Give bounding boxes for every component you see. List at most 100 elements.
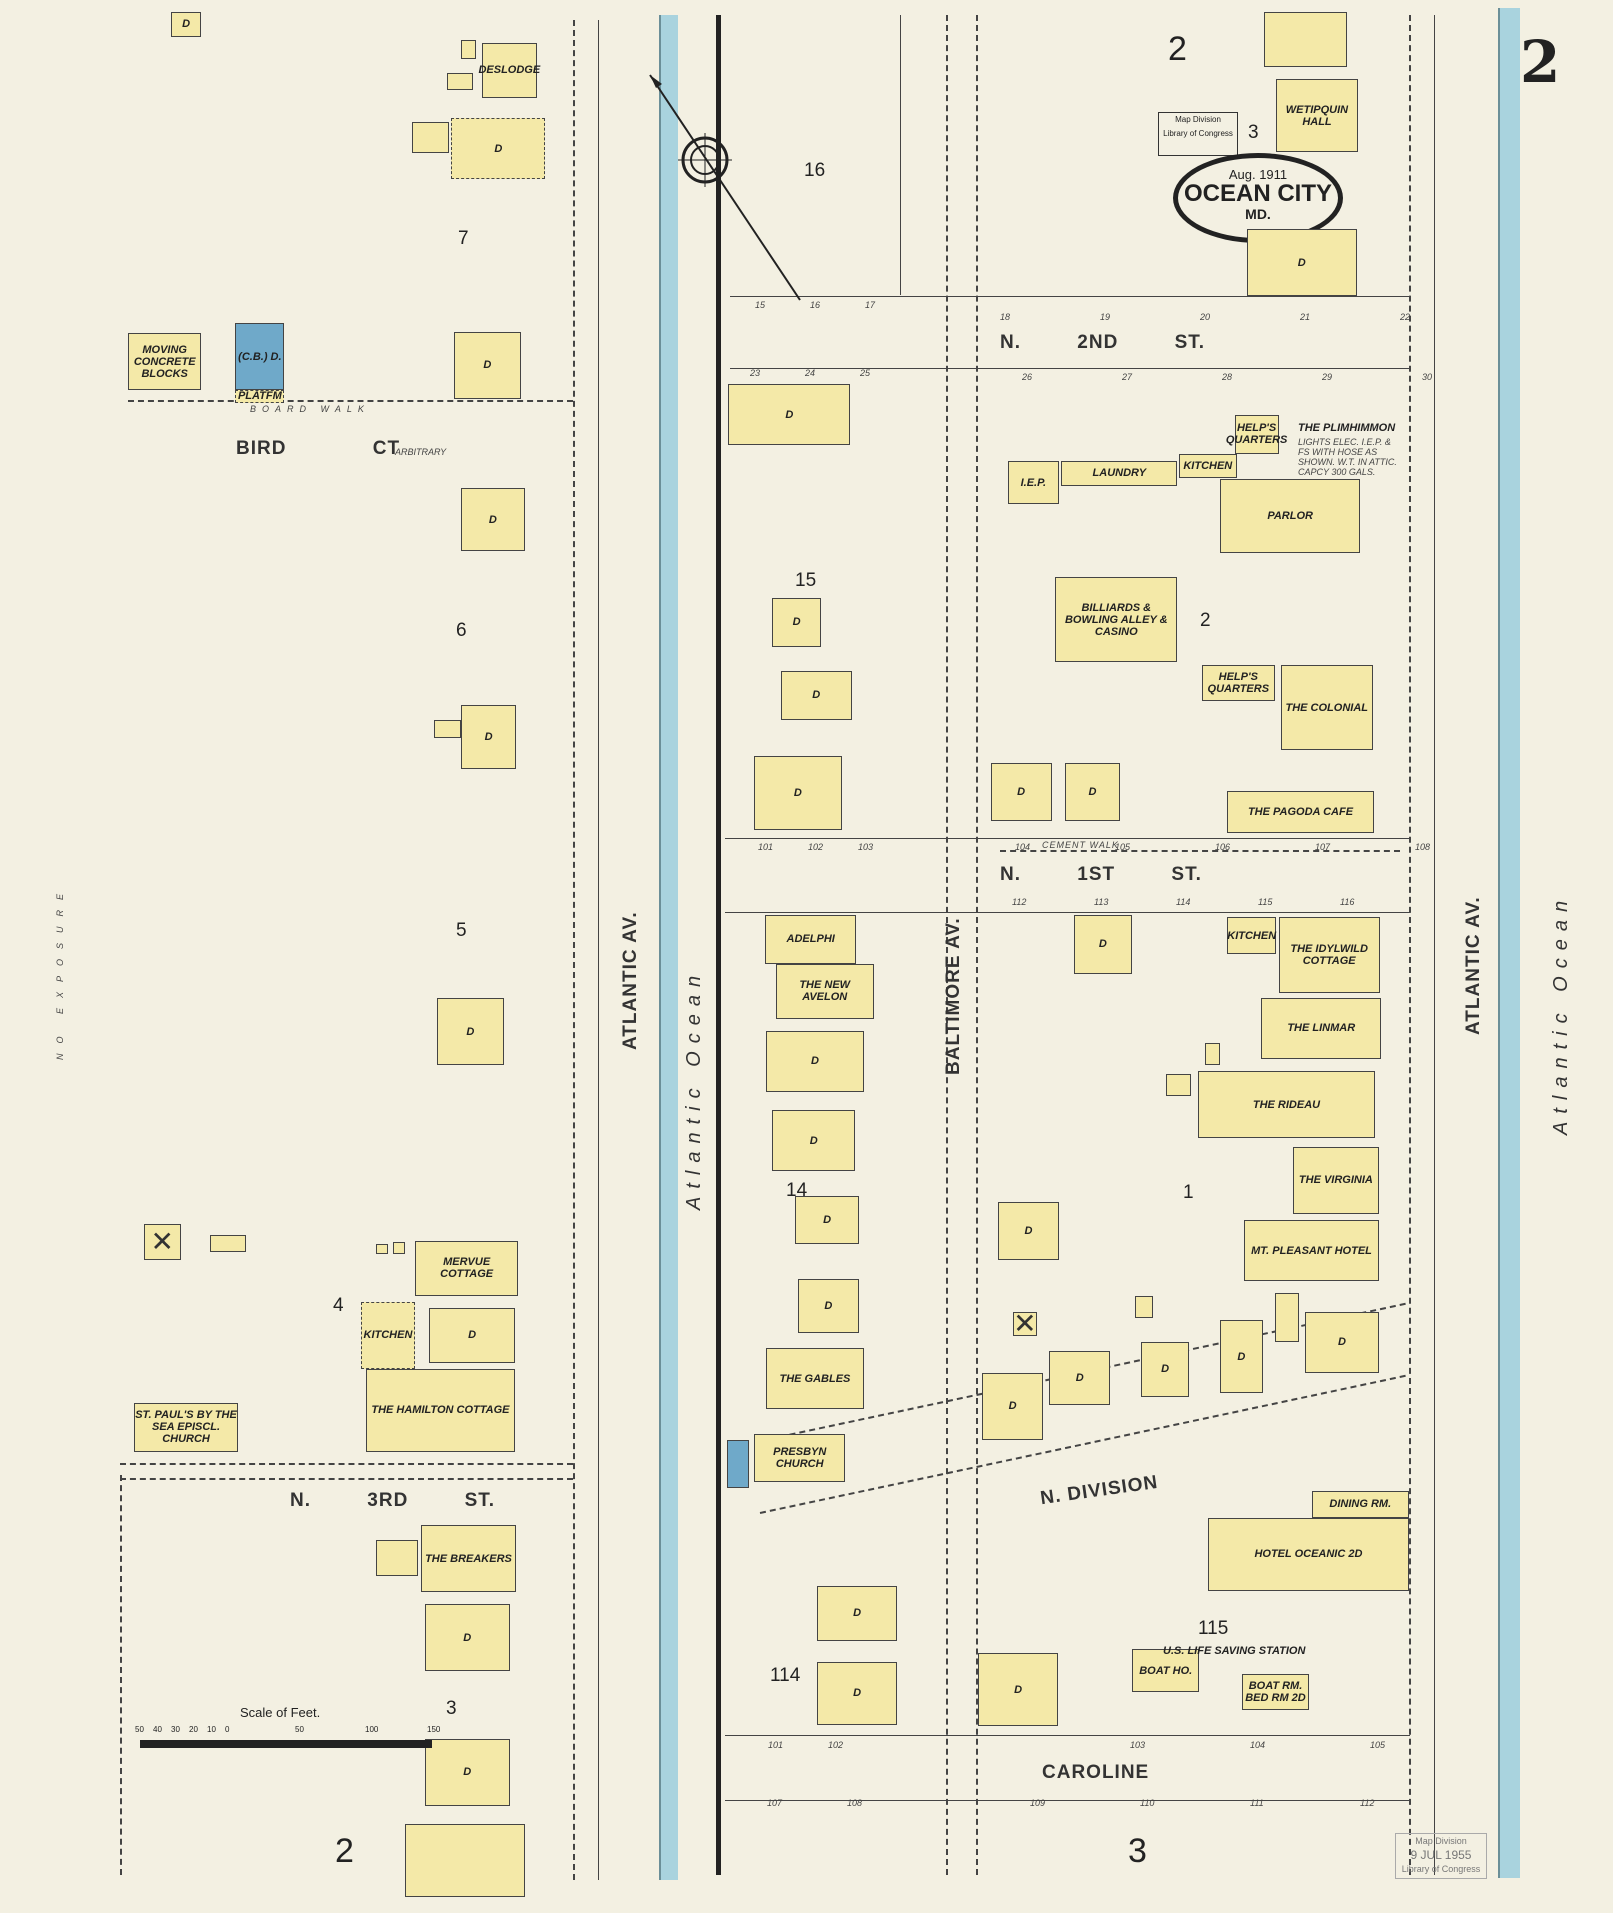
- lot-number: 110: [1140, 1798, 1155, 1808]
- block-number-1: 1: [1183, 1182, 1194, 1203]
- building-label: D: [1024, 1224, 1033, 1237]
- scale-tick-label: 100: [365, 1725, 379, 1734]
- atlantic-av-west-line: [573, 20, 575, 1880]
- building-moving-blocks: MOVING CONCRETE BLOCKS: [128, 333, 202, 391]
- building-dwelling: [1274, 1293, 1300, 1342]
- building-label: DINING RM.: [1329, 1498, 1392, 1511]
- lot-number: 114: [1176, 897, 1191, 907]
- lot-number: 24: [805, 368, 816, 378]
- building-st-pauls: ST. PAUL'S BY THE SEA EPISCL. CHURCH: [134, 1403, 238, 1452]
- building-mt-pleasant: MT. PLEASANT HOTEL: [1244, 1220, 1379, 1281]
- state-name: Md.: [1245, 206, 1271, 222]
- building-dwelling: D: [817, 1586, 897, 1641]
- building-label: D: [1088, 785, 1097, 798]
- building-dwelling: D: [1246, 229, 1357, 297]
- caroline-north-line: [725, 1735, 1410, 1736]
- building-label: D: [853, 1607, 862, 1620]
- building-label: THE GABLES: [779, 1372, 851, 1385]
- building-dwelling: [434, 719, 462, 739]
- received-stamp-date: 9 JUL 1955: [1410, 1848, 1472, 1862]
- building-label: D: [1297, 256, 1306, 269]
- building-label: PARLOR: [1267, 510, 1313, 523]
- plimhimmon-note: LIGHTS ELEC. I.E.P. & FS WITH HOSE AS SH…: [1298, 437, 1397, 477]
- building-label: D: [1161, 1363, 1170, 1376]
- building-dwelling: [375, 1539, 419, 1577]
- building-dwelling: D: [451, 118, 546, 180]
- building-boat-ho: BOAT HO.: [1132, 1649, 1200, 1693]
- block-number-14: 14: [786, 1180, 808, 1201]
- lot-number: 17: [865, 300, 876, 310]
- block-number-115: 115: [1198, 1618, 1229, 1639]
- scale-tick-label: 20: [189, 1725, 198, 1734]
- block-number-3-bottom: 3: [1128, 1832, 1147, 1870]
- building-label: ST. PAUL'S BY THE SEA EPISCL. CHURCH: [135, 1409, 237, 1446]
- building-label: DESLODGE: [478, 64, 541, 77]
- building-dwelling: D: [990, 762, 1052, 822]
- building-label: PRESBYN CHURCH: [773, 1445, 827, 1470]
- lot-number: 102: [828, 1740, 844, 1750]
- building-dwelling: [375, 1244, 388, 1255]
- lot-number: 15: [755, 300, 766, 310]
- building-label: D: [483, 359, 492, 372]
- building-kitchen3: KITCHEN: [361, 1301, 415, 1369]
- building-dwelling: [1205, 1043, 1220, 1066]
- n1st-st-label: N. 1ST ST.: [1000, 864, 1202, 885]
- scale-tick-label: 30: [171, 1725, 180, 1734]
- building-breakers: THE BREAKERS: [420, 1525, 517, 1593]
- caroline-label: CAROLINE: [1042, 1762, 1150, 1783]
- building-label: THE NEW AVELON: [799, 979, 851, 1004]
- building-label: BOAT RM. BED RM 2D: [1245, 1680, 1306, 1705]
- building-label: (C.B.) D.: [238, 350, 282, 363]
- building-dwelling: D: [795, 1195, 859, 1245]
- building-label: THE HAMILTON COTTAGE: [371, 1404, 510, 1417]
- building-dwelling: D: [728, 384, 851, 446]
- building-dwelling: [1263, 12, 1347, 68]
- lot-number: 107: [1315, 842, 1331, 852]
- lot-number: 112: [1360, 1798, 1375, 1808]
- building-dwelling: D: [429, 1307, 515, 1363]
- map-division-stamp: Map Division Library of Congress: [1158, 112, 1238, 156]
- block-number-6: 6: [456, 620, 467, 641]
- building-dwelling: D: [1073, 915, 1133, 974]
- building-label: THE RIDEAU: [1252, 1098, 1321, 1111]
- received-stamp-line1: Map Division: [1415, 1836, 1467, 1846]
- n1st-south-line: [725, 912, 1410, 913]
- building-label: D: [823, 1213, 832, 1226]
- lot-number: 28: [1222, 372, 1233, 382]
- lot-number: 22: [1400, 312, 1411, 322]
- building-label: THE BREAKERS: [425, 1552, 512, 1565]
- building-hotel-oceanic: HOTEL OCEANIC 2D: [1207, 1517, 1410, 1591]
- lot-number: 26: [1022, 372, 1033, 382]
- block-number-3-left: 3: [446, 1698, 457, 1719]
- building-presbyn: PRESBYN CHURCH: [753, 1433, 846, 1483]
- building-dwelling: D: [1220, 1320, 1263, 1394]
- building-kitchen1: KITCHEN: [1178, 453, 1238, 479]
- lot-number: 104: [1250, 1740, 1266, 1750]
- building-dwelling: D: [424, 1738, 510, 1806]
- building-label: THE COLONIAL: [1285, 701, 1369, 714]
- lot-number: 101: [768, 1740, 784, 1750]
- lot-number: 115: [1258, 897, 1273, 907]
- block-line: [900, 15, 901, 295]
- block-number-5: 5: [456, 920, 467, 941]
- building-dwelling: D: [461, 705, 517, 769]
- left-edge-line: [120, 1475, 122, 1875]
- building-casino: BILLIARDS & BOWLING ALLEY & CASINO: [1055, 577, 1178, 663]
- building-dwelling: D: [797, 1278, 859, 1334]
- lot-number: 116: [1340, 897, 1355, 907]
- lot-number: 23: [750, 368, 761, 378]
- lot-number: 112: [1012, 897, 1027, 907]
- scale-tick-label: 0: [225, 1725, 230, 1734]
- building-dwelling: [727, 1439, 750, 1489]
- building-label: D: [484, 730, 493, 743]
- block-number-4: 4: [333, 1295, 344, 1316]
- building-label: KITCHEN: [1183, 460, 1233, 473]
- received-stamp: Map Division 9 JUL 1955 Library of Congr…: [1395, 1833, 1487, 1879]
- building-label: D: [494, 142, 503, 155]
- n2nd-south-line: [730, 368, 1410, 369]
- atlantic-ocean-label-left: Atlantic Ocean: [683, 967, 705, 1210]
- lot-number: 106: [1215, 842, 1231, 852]
- building-label: D: [785, 408, 794, 421]
- atlantic-av-right-label: ATLANTIC AV.: [1463, 896, 1484, 1035]
